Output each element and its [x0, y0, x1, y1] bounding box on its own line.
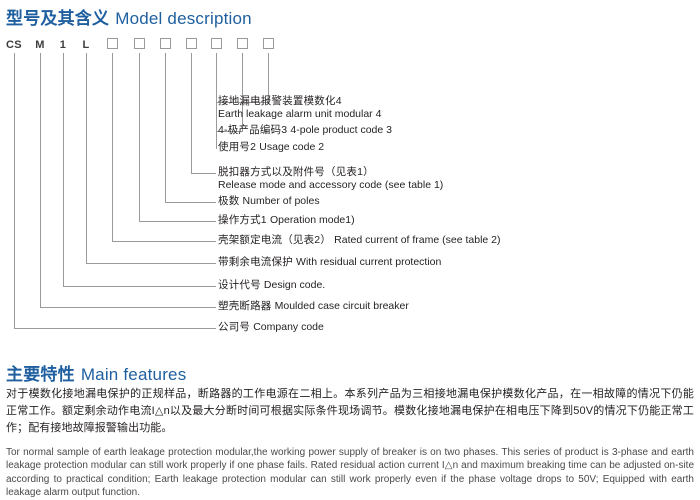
model-code-token-1: 1	[59, 39, 67, 51]
callout-company-code-en: Company code	[253, 321, 324, 333]
leader-line-operation-mode	[139, 53, 216, 222]
callout-residual-current-protection-line: 带剩余电流保护 With residual current protection	[218, 256, 441, 269]
callout-number-of-poles-zh: 极数	[218, 195, 243, 207]
model-code-token-l: L	[82, 39, 90, 51]
leader-line-earth-leakage-alarm-unit	[216, 53, 269, 103]
callout-residual-current-protection: 带剩余电流保护 With residual current protection	[218, 256, 441, 269]
callout-moulded-case-circuit-breaker: 塑壳断路器 Moulded case circuit breaker	[218, 300, 409, 313]
callout-usage-code-zh: 使用号2	[218, 141, 260, 153]
callout-four-pole-product-code-line: 4-极产品编码3 4-pole product code 3	[218, 124, 392, 137]
callout-four-pole-product-code-en: 4-pole product code 3	[290, 124, 392, 136]
main-features-paragraph-en: Tor normal sample of earth leakage prote…	[6, 447, 694, 499]
callout-residual-current-protection-zh: 带剩余电流保护	[218, 256, 297, 268]
leader-line-residual-current-protection	[86, 53, 216, 264]
page-title-model-description: 型号及其含义 Model description	[6, 4, 252, 29]
leader-line-company-code	[14, 53, 216, 329]
callout-number-of-poles-line: 极数 Number of poles	[218, 195, 320, 208]
model-code-row: CS M 1 L	[0, 38, 700, 56]
callout-residual-current-protection-en: With residual current protection	[296, 256, 442, 268]
callout-design-code-zh: 设计代号	[218, 279, 264, 291]
model-heading-en: Model description	[115, 9, 252, 28]
callout-release-mode-accessory-code-zh: 脱扣器方式以及附件号（见表1）	[218, 166, 374, 178]
model-code-token-m: M	[35, 39, 45, 51]
leader-line-four-pole-product-code	[216, 53, 243, 132]
callout-company-code: 公司号 Company code	[218, 321, 324, 334]
callout-rated-current-of-frame-en: Rated current of frame (see table 2)	[334, 234, 501, 246]
features-heading-en: Main features	[80, 365, 187, 384]
callout-four-pole-product-code: 4-极产品编码3 4-pole product code 3	[218, 124, 392, 137]
model-code-box-4	[186, 38, 197, 49]
page-title-main-features: 主要特性 Main features	[6, 360, 186, 385]
callout-moulded-case-circuit-breaker-en: Moulded case circuit breaker	[274, 300, 409, 312]
callout-rated-current-of-frame-zh: 壳架额定电流（见表2）	[218, 234, 335, 246]
callout-operation-mode-zh: 操作方式1	[218, 214, 270, 226]
callout-release-mode-accessory-code-en: Release mode and accessory code (see tab…	[218, 179, 444, 191]
callout-earth-leakage-alarm-unit-en: Earth leakage alarm unit modular 4	[218, 108, 382, 120]
leader-line-design-code	[63, 53, 216, 287]
model-heading-zh: 型号及其含义	[6, 9, 110, 28]
model-code-token-cs: CS	[6, 39, 22, 51]
features-heading-zh: 主要特性	[6, 365, 75, 384]
callout-company-code-zh: 公司号	[218, 321, 254, 333]
callout-operation-mode-en: Operation mode1)	[269, 214, 355, 226]
model-code-box-5	[211, 38, 222, 49]
callout-usage-code-en: Usage code 2	[259, 141, 325, 153]
callout-usage-code-line: 使用号2 Usage code 2	[218, 141, 324, 154]
callout-moulded-case-circuit-breaker-line: 塑壳断路器 Moulded case circuit breaker	[218, 300, 409, 313]
model-code-box-3	[160, 38, 171, 49]
model-code-box-2	[134, 38, 145, 49]
leader-line-number-of-poles	[165, 53, 216, 203]
model-code-box-1	[107, 38, 118, 49]
callout-rated-current-of-frame-line: 壳架额定电流（见表2） Rated current of frame (see …	[218, 234, 501, 247]
callout-number-of-poles-en: Number of poles	[242, 195, 320, 207]
leader-line-moulded-case-circuit-breaker	[40, 53, 216, 308]
model-code-box-7	[263, 38, 274, 49]
callout-design-code-line: 设计代号 Design code.	[218, 279, 325, 292]
callout-release-mode-accessory-code: 脱扣器方式以及附件号（见表1）Release mode and accessor…	[218, 166, 443, 192]
callout-earth-leakage-alarm-unit-zh: 接地漏电报警装置模数化4	[218, 95, 342, 107]
callout-operation-mode: 操作方式1 Operation mode1)	[218, 214, 355, 227]
callout-company-code-line: 公司号 Company code	[218, 321, 324, 334]
model-code-box-6	[237, 38, 248, 49]
leader-line-diagram	[14, 53, 269, 329]
callout-four-pole-product-code-zh: 4-极产品编码3	[218, 124, 291, 136]
leader-line-release-mode-accessory-code	[191, 53, 216, 174]
callout-rated-current-of-frame: 壳架额定电流（见表2） Rated current of frame (see …	[218, 234, 501, 247]
callout-usage-code: 使用号2 Usage code 2	[218, 141, 324, 154]
callout-number-of-poles: 极数 Number of poles	[218, 195, 320, 208]
main-features-paragraph-zh: 对于模数化接地漏电保护的正规样品，断路器的工作电源在二相上。本系列产品为三相接地…	[6, 388, 694, 435]
callout-design-code: 设计代号 Design code.	[218, 279, 325, 292]
callout-design-code-en: Design code.	[263, 279, 326, 291]
leader-line-rated-current-of-frame	[112, 53, 216, 242]
leader-line-usage-code	[216, 53, 217, 149]
callout-moulded-case-circuit-breaker-zh: 塑壳断路器	[218, 300, 275, 312]
callout-operation-mode-line: 操作方式1 Operation mode1)	[218, 214, 355, 227]
